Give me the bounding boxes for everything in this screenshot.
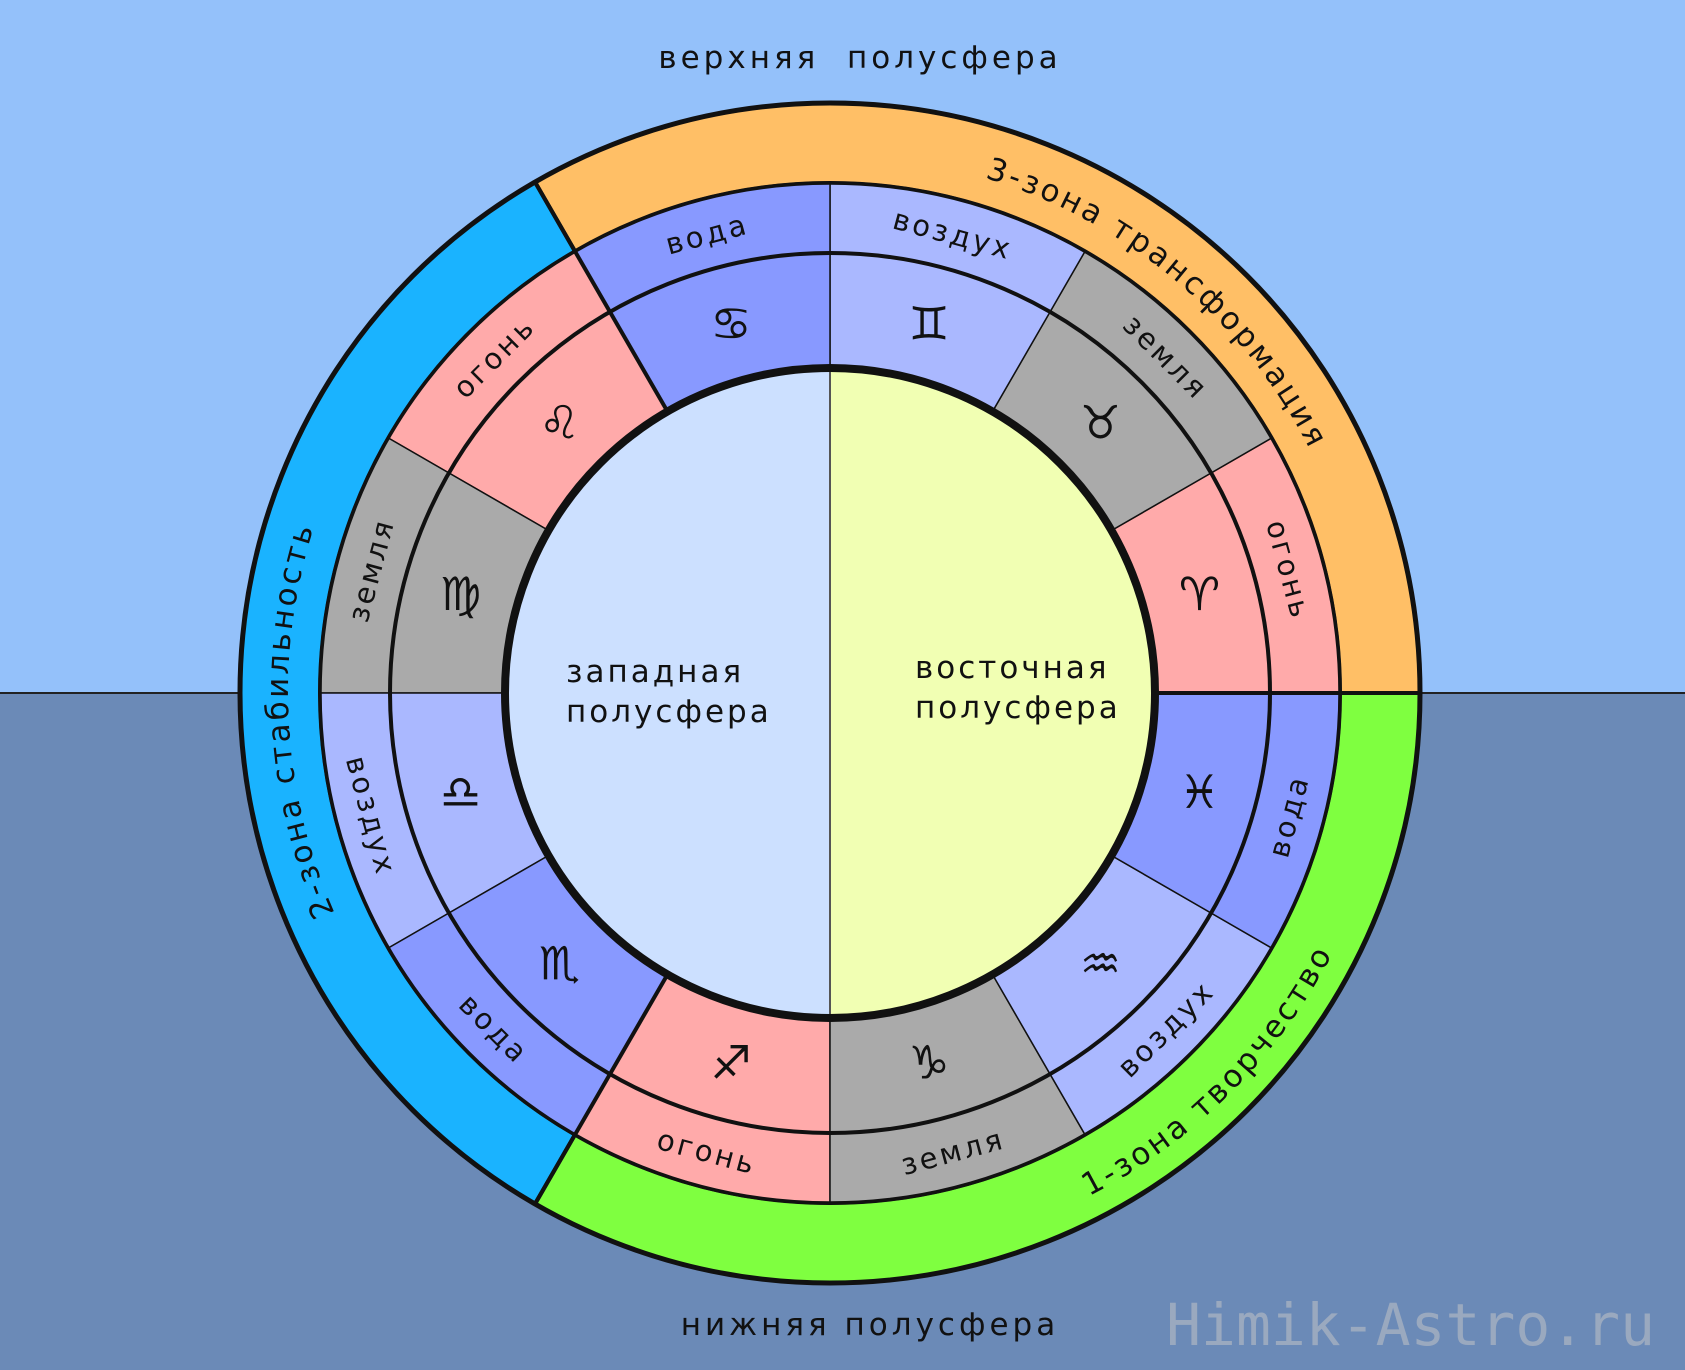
capricorn-icon: ♑ bbox=[908, 1035, 949, 1089]
sagittarius-icon: ♐ bbox=[710, 1035, 751, 1089]
lower-hemisphere-label: нижняя полусфера bbox=[681, 1307, 1059, 1343]
cancer-icon: ♋ bbox=[710, 297, 751, 351]
aquarius-icon: ♒ bbox=[1080, 936, 1121, 990]
ring-lines bbox=[237, 100, 1423, 1286]
scorpio-icon: ♏ bbox=[539, 936, 580, 990]
zone-divider bbox=[533, 181, 670, 413]
upper-hemisphere-label: верхняя полусфера bbox=[658, 40, 1061, 76]
taurus-icon: ♉ bbox=[1080, 396, 1121, 450]
west-hemisphere-label-line2: полусфера bbox=[566, 694, 772, 730]
west-hemisphere-label-line1: западная bbox=[566, 654, 744, 690]
west-hemisphere bbox=[505, 368, 830, 1018]
center-disc bbox=[505, 368, 1155, 1018]
virgo-icon: ♍ bbox=[440, 567, 481, 621]
zone-divider bbox=[533, 973, 670, 1205]
aries-icon: ♈ bbox=[1179, 567, 1220, 621]
element-ring bbox=[319, 182, 1341, 1204]
east-hemisphere-label-line2: полусфера bbox=[915, 690, 1121, 726]
east-hemisphere bbox=[830, 368, 1155, 1018]
watermark: Himik-Astro.ru bbox=[1166, 1291, 1655, 1359]
libra-icon: ♎ bbox=[440, 765, 481, 819]
gemini-icon: ♊ bbox=[908, 297, 949, 351]
leo-icon: ♌ bbox=[539, 396, 580, 450]
sign-symbols: ♈ ♉ ♊ ♋ ♌ ♍ ♎ ♏ ♐ ♑ ♒ ♓ bbox=[440, 297, 1220, 1090]
pisces-icon: ♓ bbox=[1179, 765, 1220, 819]
east-hemisphere-label-line1: восточная bbox=[915, 650, 1110, 686]
